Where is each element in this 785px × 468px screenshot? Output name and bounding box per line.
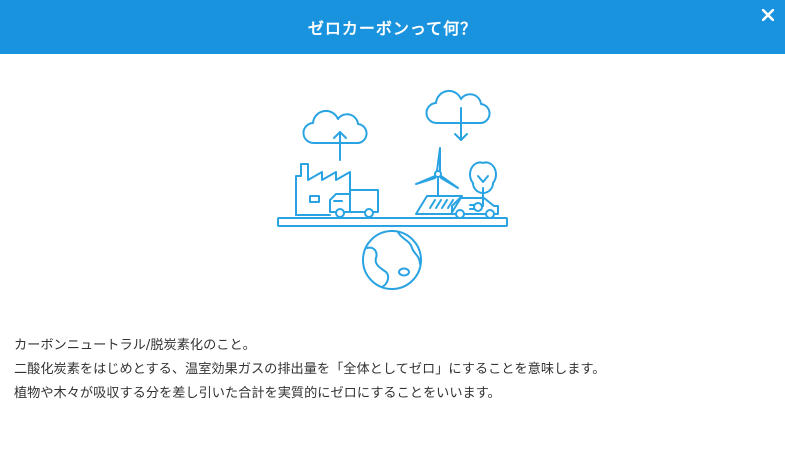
- solar-panel-icon: [415, 195, 463, 215]
- cloud-icon: [302, 109, 368, 145]
- cloud-icon: [425, 89, 491, 125]
- modal-title: ゼロカーボンって何？: [307, 19, 478, 38]
- balance-plank: [277, 217, 508, 227]
- description-paragraph: 植物や木々が吸収する分を差し引いた合計を実質的にゼロにすることをいいます。: [14, 386, 501, 401]
- modal-header: ゼロカーボンって何？: [0, 0, 785, 54]
- close-button[interactable]: [757, 4, 779, 26]
- globe-icon: [362, 230, 422, 290]
- close-icon: [762, 9, 774, 21]
- tree-icon: [469, 161, 497, 207]
- wind-turbine-icon: [415, 147, 459, 197]
- truck-icon: [329, 189, 379, 218]
- zero-carbon-illustration: [277, 89, 508, 290]
- arrow-up-icon: [333, 131, 347, 161]
- arrow-down-icon: [454, 107, 468, 141]
- factory-icon: [295, 163, 351, 216]
- description: カーボンニュートラル/脱炭素化のこと。 二酸化炭素をはじめとする、温室効果ガスの…: [14, 334, 774, 406]
- description-paragraph: 二酸化炭素をはじめとする、温室効果ガスの排出量を「全体としてゼロ」にすることを意…: [14, 362, 606, 377]
- description-paragraph: カーボンニュートラル/脱炭素化のこと。: [14, 338, 256, 353]
- electric-car-icon: [451, 197, 499, 219]
